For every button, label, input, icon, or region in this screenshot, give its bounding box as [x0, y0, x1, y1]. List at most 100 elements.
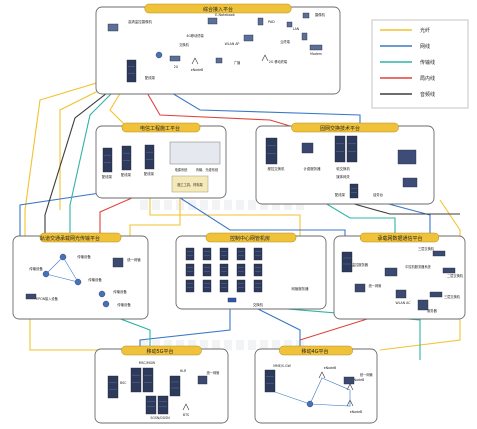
panel-lte: 移动4G平台 — [254, 345, 378, 424]
audio-line — [44, 71, 135, 240]
device-icon — [243, 34, 254, 42]
device-label: 配线架 — [335, 192, 346, 197]
device-label: eNodeB — [350, 410, 362, 414]
rack-icon — [126, 59, 137, 83]
device-label: 三层交换机 — [418, 246, 435, 251]
bg-block — [284, 200, 292, 210]
panel-exchange: 固网交换技术平台 — [255, 122, 435, 205]
device-label: 中控机服务器系统 — [405, 264, 431, 269]
panel-mobile: 移动5G平台 — [94, 345, 229, 424]
bg-block — [224, 200, 232, 210]
rack-icon — [145, 395, 157, 415]
device-label: 电源系统 — [175, 167, 189, 172]
rack-icon — [334, 135, 346, 163]
panel-bearer: 承载网数据通信平台 — [333, 232, 466, 320]
legend-label: 音频线 — [420, 91, 435, 98]
device-icon — [395, 289, 407, 299]
device-icon — [207, 17, 218, 25]
rack-icon — [253, 247, 263, 261]
panel-access: 综合接入平台 — [95, 3, 341, 95]
panel-title: 移动5G平台 — [146, 348, 173, 355]
device-icon — [301, 142, 314, 154]
bg-block — [212, 200, 220, 210]
panel-title-bar — [205, 232, 297, 243]
rack-icon — [219, 247, 229, 261]
rack-icon — [130, 367, 142, 393]
device-label: WLAN AC — [396, 301, 412, 305]
rack-icon — [121, 145, 132, 171]
device-label: 传输设备 — [77, 254, 91, 259]
device-icon — [302, 12, 310, 19]
panel-title: 电信工程施工平台 — [140, 125, 180, 132]
panel-title: 轨道交通承载网光传输平台 — [40, 235, 100, 242]
bg-block — [296, 200, 304, 210]
device-label: 统一网管 — [207, 370, 220, 375]
device-label: HLR — [180, 369, 187, 373]
antenna-icon — [182, 403, 190, 411]
rack-icon — [169, 375, 181, 397]
device-label: 交换机 — [253, 302, 264, 307]
device-label: 配线架 — [102, 174, 113, 179]
bg-block — [260, 340, 268, 350]
device-label: 统一网管 — [369, 283, 382, 288]
bg-block — [140, 200, 148, 210]
rack-icon — [185, 263, 195, 277]
antenna-icon — [191, 57, 199, 65]
device-label: 统一网管 — [127, 257, 141, 262]
device-icon — [402, 177, 418, 188]
device-icon — [429, 291, 443, 298]
rack-icon — [236, 263, 246, 277]
device-icon — [169, 55, 181, 62]
bg-block — [272, 200, 280, 210]
audio-line — [339, 199, 460, 215]
rack-icon — [236, 247, 246, 261]
device-label: 网管服务器 — [292, 286, 310, 291]
device-label: BSC — [120, 381, 127, 385]
device-label: 2G — [174, 65, 179, 69]
device-label: Modem — [310, 52, 322, 56]
device-label: 配线架 — [121, 172, 132, 177]
exchange-devices: 程控交换机计费服务器软交换机媒体网关配线架话务台 — [265, 135, 418, 199]
device-icon — [432, 250, 446, 257]
panel-title: 承载网数据通信平台 — [377, 235, 422, 242]
bg-block — [248, 200, 256, 210]
device-label: 传输设备 — [88, 277, 102, 282]
bg-block — [224, 340, 232, 350]
device-icon — [301, 32, 308, 41]
bg-block — [236, 340, 244, 350]
device-icon — [107, 23, 119, 32]
transmission-line — [319, 199, 396, 240]
device-label: EPON接入设备 — [36, 296, 58, 301]
device-label: 2G 移动终端 — [269, 59, 288, 64]
device-icon — [343, 376, 355, 385]
antenna-icon — [318, 371, 326, 379]
bg-block — [164, 200, 172, 210]
bg-block — [164, 340, 172, 350]
rack-icon — [236, 279, 246, 293]
bg-block — [248, 340, 256, 350]
rack-icon — [102, 147, 113, 173]
device-label: 交换机 — [179, 42, 189, 47]
device-label: 传输、光缆系统 — [196, 167, 219, 172]
device-label: SGSN/GGSN — [150, 416, 170, 420]
rack-icon — [202, 279, 212, 293]
rack-icon — [264, 369, 276, 393]
bg-block — [284, 340, 292, 350]
node-icon — [98, 290, 106, 298]
device-icon — [384, 267, 398, 277]
device-label: 话务台 — [373, 192, 384, 197]
lte-link — [274, 377, 351, 407]
panel-title-bar — [291, 122, 399, 133]
device-label: PAD — [268, 20, 275, 24]
legend-label: 光纤 — [420, 27, 430, 34]
panel-rail: 轨道交通承载网光传输平台 — [12, 232, 149, 320]
panel-title: 固网交换技术平台 — [320, 125, 360, 132]
panel-frame — [333, 235, 466, 320]
device-icon — [397, 149, 417, 165]
device-icon — [112, 257, 124, 268]
